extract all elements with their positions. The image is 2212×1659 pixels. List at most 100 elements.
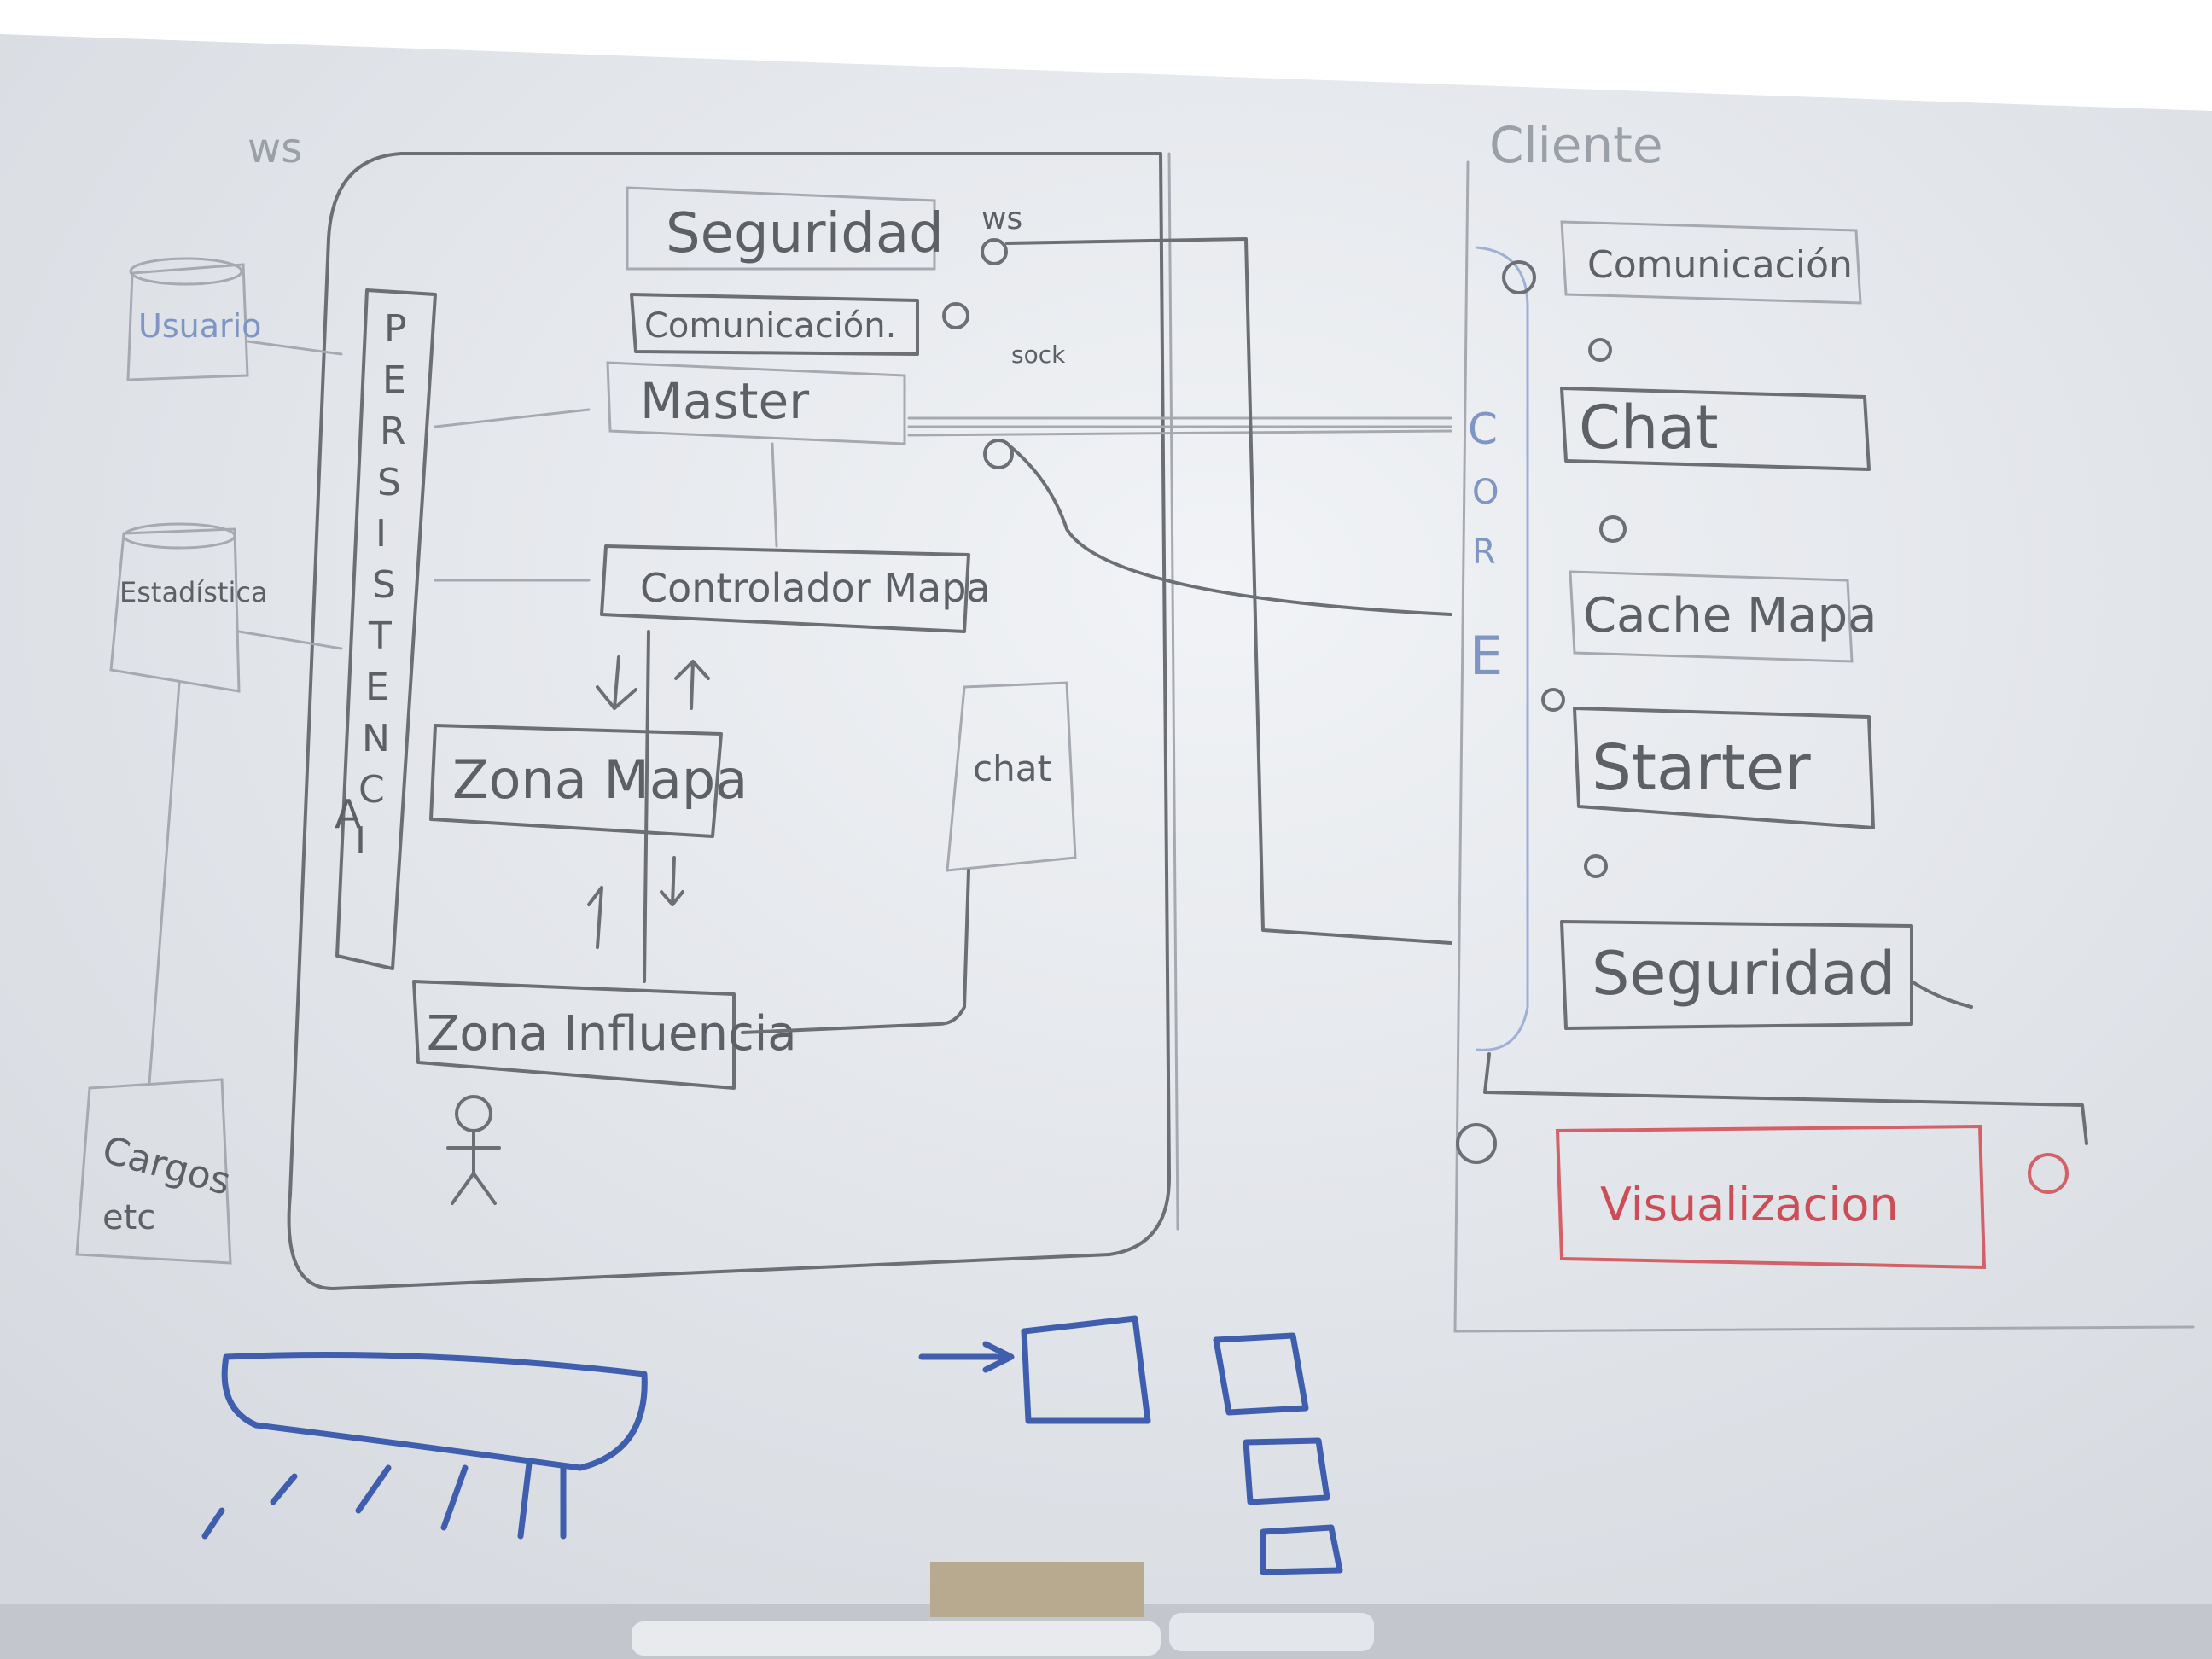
master-to-core-link [907, 416, 1452, 437]
visualizacion-box [1555, 1124, 1987, 1270]
usuario-db-icon [126, 263, 249, 381]
starter-label: Starter [1592, 731, 1811, 805]
ws-port-icon [981, 238, 1008, 265]
comunicacion-client-box [1560, 220, 1862, 305]
core-column [1476, 246, 1529, 1051]
persistencia-letter: T [368, 614, 392, 658]
master-to-persistencia-link [434, 408, 591, 428]
comunicacion-client-label: Comunicación [1587, 243, 1853, 287]
chat-to-influencia-link [741, 869, 970, 1034]
master-to-controlador-link [771, 442, 778, 548]
visualizacion-bus-link [1483, 1052, 2088, 1145]
persistencia-letter: P [384, 307, 407, 351]
comunicacion-server-box [630, 293, 919, 356]
estadisticas-db-top [122, 522, 236, 550]
marker-1 [632, 1621, 1161, 1656]
persistencia-label: P E R S I S T E N C I A [355, 307, 407, 863]
ws-server-boundary [287, 152, 1171, 1290]
estadisticas-db-label: Estadística [119, 576, 268, 608]
arrow-up-icon [674, 660, 710, 710]
blue-sketch-strokes [201, 1460, 567, 1540]
comunicacion-server-label: Comunicación. [644, 306, 896, 346]
arrow-down-small-icon [660, 856, 684, 906]
master-box [606, 361, 906, 445]
usuario-db-top [129, 257, 243, 286]
blue-arrow-icon [918, 1341, 1015, 1373]
arrow-down-icon [596, 655, 637, 710]
sock-label: sock [1011, 341, 1066, 369]
blue-square-small [1243, 1437, 1330, 1505]
cache-mapa-box [1569, 570, 1854, 663]
estadisticas-to-cargos-link [148, 681, 181, 1086]
persistencia-panel [335, 288, 437, 970]
persistencia-letter: S [372, 563, 396, 607]
seguridad-client-box [1560, 920, 1913, 1030]
starter-port-icon [1541, 688, 1565, 712]
chat-server-label: chat [973, 748, 1051, 789]
chat-client-box [1560, 387, 1871, 471]
persistencia-letter: E [365, 666, 389, 709]
persistencia-letter: I [375, 512, 387, 556]
usuario-to-persistencia-link [246, 340, 343, 356]
ws-label: ws [247, 125, 302, 172]
zona-influencia-box [412, 980, 736, 1090]
chat-client-port-icon [1588, 338, 1612, 362]
cliente-boundary [1453, 160, 2195, 1333]
master-to-cache-link [1005, 442, 1452, 616]
zona-influencia-label: Zona Influencia [427, 1006, 797, 1062]
core-letter: C [1468, 405, 1498, 454]
persistencia-letter-a: A [335, 791, 362, 837]
starter-box [1573, 707, 1875, 830]
controlador-mapa-label: Controlador Mapa [640, 565, 991, 611]
actor-icon [446, 1095, 501, 1205]
comunicacion-client-port-icon [1502, 260, 1536, 294]
seguridad-server-box [626, 186, 936, 271]
persistencia-letter: R [380, 410, 406, 453]
controlador-mapa-box [600, 544, 970, 633]
etc-label: etc [102, 1198, 155, 1237]
board-top-edge [0, 0, 2212, 111]
core-letter: O [1472, 473, 1499, 512]
blue-square-medium [1213, 1332, 1309, 1416]
estadisticas-db-icon [109, 527, 241, 693]
controlador-to-influencia-link [643, 630, 650, 983]
seguridad-client-out-link [1910, 980, 1973, 1009]
ws-server-edge [1167, 152, 1179, 1231]
master-label: Master [640, 372, 809, 430]
eraser [930, 1562, 1144, 1617]
cliente-title: Cliente [1489, 116, 1663, 174]
chat-server-box [946, 681, 1077, 872]
ws-port-label: ws [981, 201, 1022, 236]
core-letter: R [1472, 533, 1496, 572]
visualizacion-right-port-icon [2028, 1153, 2069, 1194]
persistencia-letter: I [355, 819, 366, 863]
usuario-db-label: Usuario [138, 307, 261, 345]
cache-mapa-port-icon [1599, 515, 1627, 543]
master-port-icon [983, 439, 1014, 469]
seguridad-client-port-icon [1584, 854, 1608, 878]
cache-mapa-label: Cache Mapa [1583, 588, 1877, 643]
sock-port-icon [942, 302, 969, 329]
zona-mapa-label: Zona Mapa [452, 748, 748, 811]
ws-to-client-seguridad-link [1005, 237, 1452, 945]
chat-client-label: Chat [1579, 393, 1719, 463]
blue-sketch-shape [221, 1352, 648, 1471]
marker-2 [1169, 1613, 1374, 1651]
visualizacion-label: Visualizacion [1600, 1178, 1899, 1231]
arrow-up-small-icon [587, 886, 603, 949]
seguridad-server-label: Seguridad [666, 202, 944, 265]
seguridad-client-label: Seguridad [1592, 939, 1895, 1009]
estadisticas-to-persistencia-link [237, 630, 343, 650]
visualizacion-left-port-icon [1456, 1123, 1497, 1164]
persistencia-letter: C [358, 768, 385, 812]
blue-square-large [1021, 1315, 1151, 1424]
persistencia-letter: N [362, 717, 390, 760]
cargos-db-icon [75, 1078, 232, 1265]
zona-mapa-box [429, 724, 723, 838]
core-label: C O R E [1468, 405, 1503, 687]
persistencia-letter: E [382, 358, 406, 402]
persistencia-letter: S [377, 461, 401, 504]
blue-square-tiny [1260, 1524, 1343, 1575]
